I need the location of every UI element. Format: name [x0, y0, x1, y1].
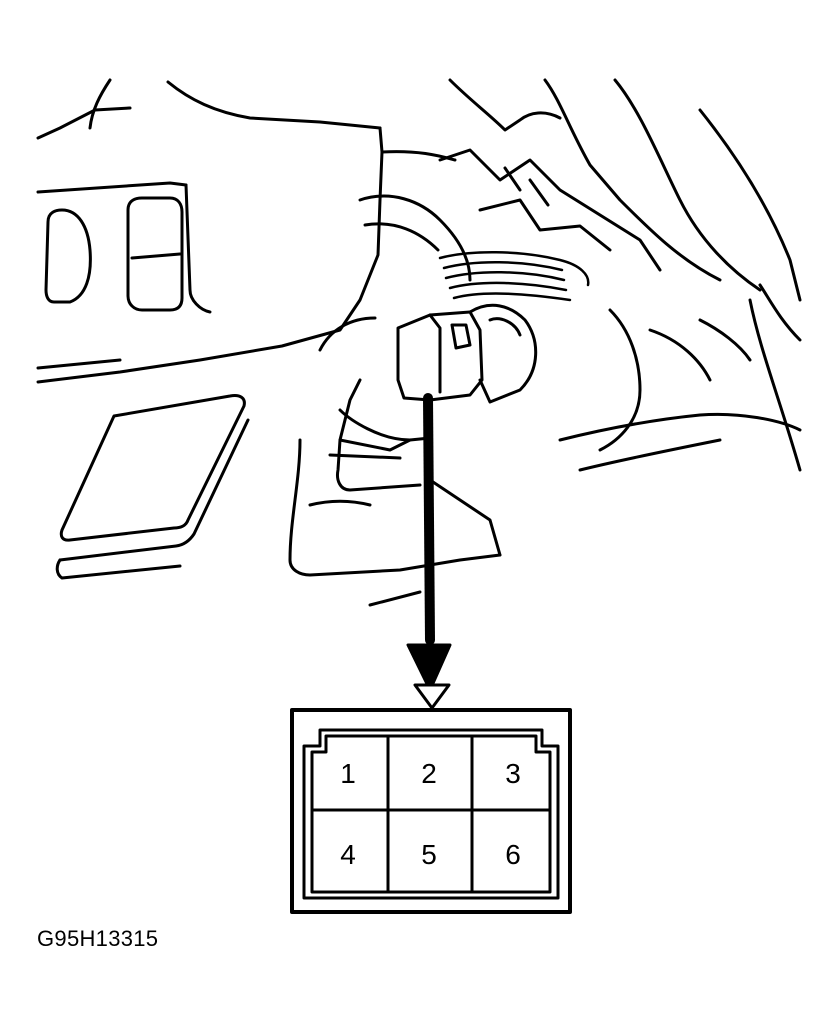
pin-label-1: 1 [340, 758, 356, 789]
pin-label-6: 6 [505, 839, 521, 870]
pin-label-4: 4 [340, 839, 356, 870]
storage-panel [55, 394, 250, 580]
harness-cover [288, 194, 802, 607]
figure-code: G95H13315 [37, 926, 159, 951]
dash-panel-outline [36, 78, 457, 384]
pin-label-5: 5 [421, 839, 437, 870]
steering-column [438, 78, 802, 472]
pointer-arrow [406, 393, 452, 692]
pin-label-2: 2 [421, 758, 437, 789]
wire-bundle [438, 251, 590, 302]
ignition-connector-body [396, 303, 538, 404]
switch-buttons [44, 196, 184, 312]
pin-label-3: 3 [505, 758, 521, 789]
connector-pinout [290, 683, 572, 914]
